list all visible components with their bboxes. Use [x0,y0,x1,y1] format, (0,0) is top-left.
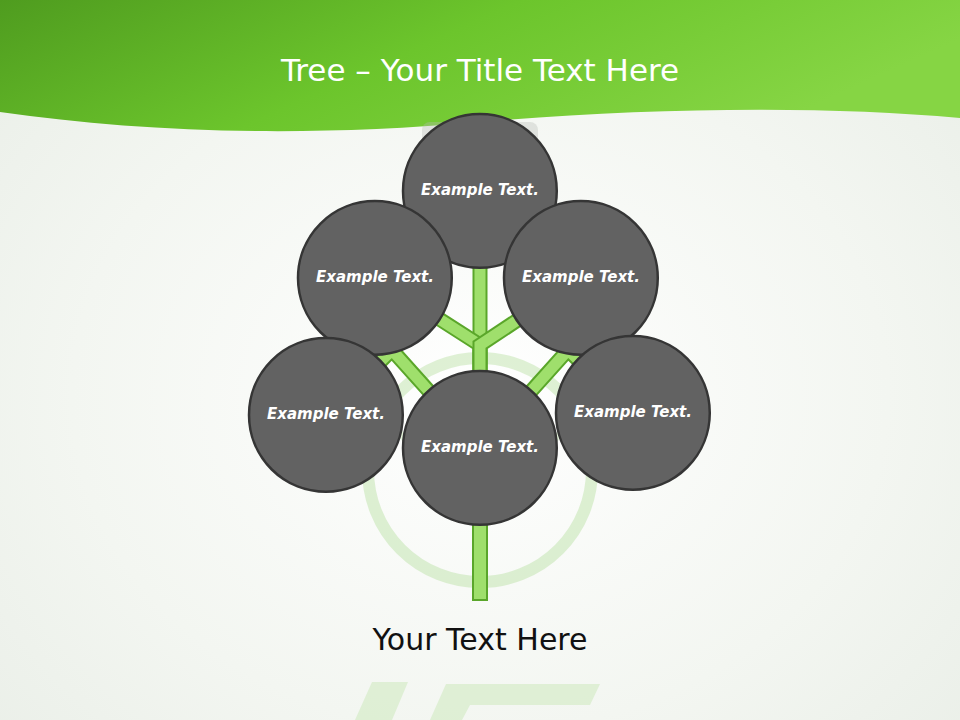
tree-branch [480,321,517,372]
tree-circle: Example Text. [297,200,453,356]
tree-circle: Example Text. [555,335,711,491]
node-text: Example Text. [407,179,553,202]
caption: Your Text Here [0,622,960,657]
tree-circle: Example Text. [248,337,404,493]
tree-circle: Example Text. [503,200,659,356]
node-text: Example Text. [407,436,553,459]
node-text: Example Text. [253,403,399,426]
slide-title: Tree – Your Title Text Here [0,52,960,88]
node-text: Example Text. [508,266,654,289]
node-text: Example Text. [302,266,448,289]
tree-circle: Example Text. [402,370,558,526]
header-band [0,0,960,131]
node-text: Example Text. [560,401,706,424]
